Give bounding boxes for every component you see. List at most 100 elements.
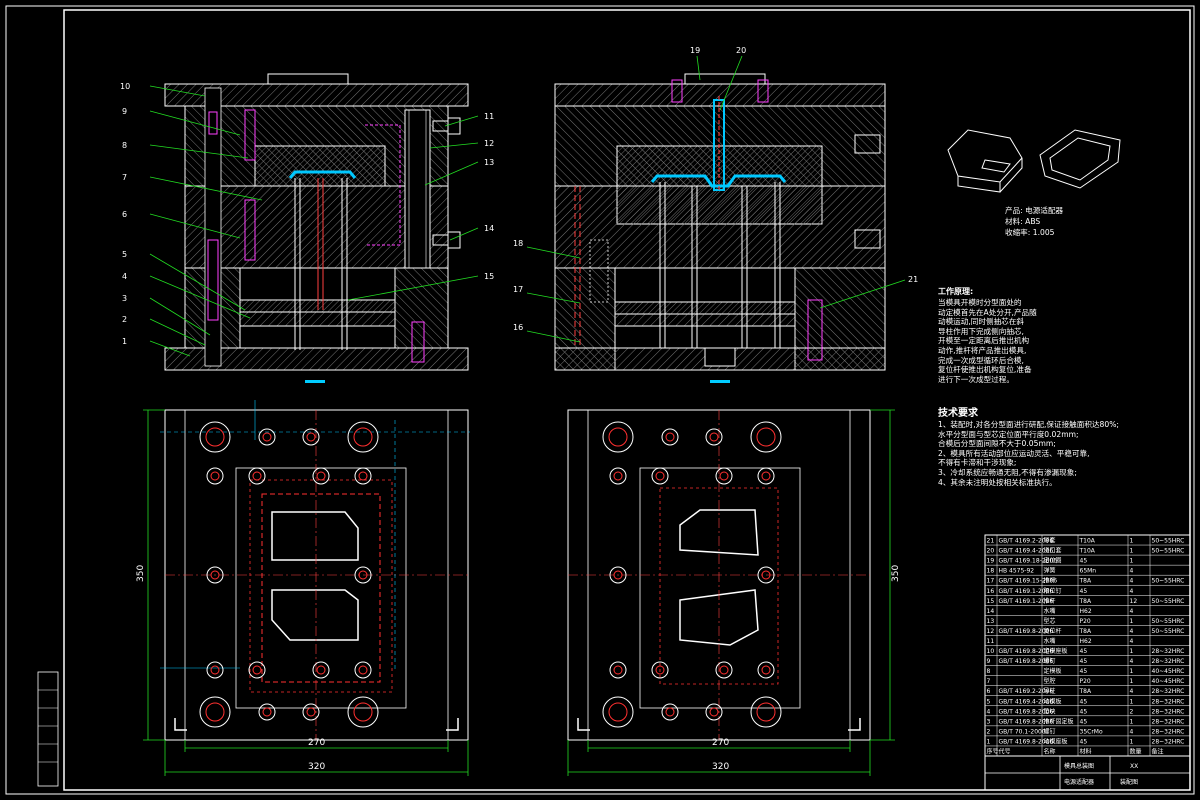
guide-pillar-core xyxy=(608,702,628,722)
screw-core xyxy=(210,570,220,580)
bom-cell: T8A xyxy=(1079,578,1092,585)
dim-right-outer-width: 320 xyxy=(712,762,729,772)
guide-pillar-hole xyxy=(199,421,231,453)
bom-cell: 28~32HRC xyxy=(1152,698,1185,705)
product-sketch xyxy=(947,129,1121,193)
screw-core xyxy=(316,471,326,481)
callout-8: 8 xyxy=(122,141,127,150)
bom-cell: 1 xyxy=(1130,558,1134,565)
bom-cell: 28~32HRC xyxy=(1152,728,1185,735)
guide-pillar-hole xyxy=(347,696,379,728)
bom-cell: GB/T 4169.8-2006 xyxy=(999,708,1054,715)
bom-cell: GB/T 4169.18-2006 xyxy=(999,558,1058,565)
bom-cell: 15 xyxy=(987,598,995,605)
screw-hole xyxy=(609,566,627,584)
bom-cell: 垫块 xyxy=(1044,707,1056,715)
bom-cell: GB/T 4169.1-2006 xyxy=(999,588,1054,595)
callout-5: 5 xyxy=(122,250,127,259)
bom-cell: 4 xyxy=(1130,728,1134,735)
screw-core xyxy=(262,707,272,717)
guide-pillar-core xyxy=(608,427,628,447)
bom-cell: P20 xyxy=(1080,678,1091,685)
work-principle-line: 当模具开模时分型面处的 xyxy=(938,298,1022,307)
screw-core xyxy=(761,471,771,481)
bom-cell: T8A xyxy=(1079,688,1092,695)
screw-core xyxy=(655,471,665,481)
product-name: 产品: 电源适配器 xyxy=(1005,206,1064,215)
screw-core xyxy=(719,665,729,675)
bom-cell: 20 xyxy=(987,548,995,555)
bom-cell: 12 xyxy=(987,628,995,635)
bom-cell: 4 xyxy=(1130,628,1134,635)
left-leaders xyxy=(149,85,479,357)
bom-cell: 40~45HRC xyxy=(1152,678,1185,685)
bom-cell: 4 xyxy=(1130,568,1134,575)
bom-cell: 型芯 xyxy=(1044,617,1056,625)
title-drawing-name: 电源适配器 xyxy=(1064,778,1094,786)
bom-cell: 名称 xyxy=(1044,748,1056,756)
callout-6: 6 xyxy=(122,210,127,219)
bom-cell: 50~55HRC xyxy=(1152,538,1185,545)
bom-cell: 1 xyxy=(1130,648,1134,655)
bom-cell: 45 xyxy=(1080,718,1088,725)
screw-hole xyxy=(757,566,775,584)
bom-cell: H62 xyxy=(1080,608,1092,615)
screw-core xyxy=(358,665,368,675)
bom-cell: 4 xyxy=(987,708,991,715)
title-block-text: 模具总装图 XX 装配图 电源适配器 xyxy=(1064,762,1138,786)
guide-pillar-hole xyxy=(750,421,782,453)
right-plan-view xyxy=(567,409,871,741)
bom-cell: 28~32HRC xyxy=(1152,658,1185,665)
callout-14: 14 xyxy=(484,224,494,233)
outer-frame xyxy=(5,5,1195,795)
bom-cell: 3 xyxy=(987,718,991,725)
left-section-view xyxy=(164,73,469,383)
screw-core xyxy=(210,665,220,675)
bom-cell: 50~55HRC xyxy=(1152,618,1185,625)
bom-cell: HB 4575-92 xyxy=(999,568,1035,575)
bom-cell: 50~55HRC xyxy=(1152,548,1185,555)
screw-hole xyxy=(248,661,266,679)
callout-11: 11 xyxy=(484,112,494,121)
right-section-view xyxy=(554,73,886,383)
bom-cell: 定模座板 xyxy=(1044,647,1068,655)
title-drawing-type: 装配图 xyxy=(1120,778,1138,786)
dim-left-outer-width: 320 xyxy=(308,762,325,772)
work-principle-line: 开模至一定距离后推出机构 xyxy=(938,336,1030,346)
bom-cell: 50~55HRC xyxy=(1152,628,1185,635)
bom-cell: 4 xyxy=(1130,608,1134,615)
bom-cell: 16 xyxy=(987,588,995,595)
dim-right-height: 350 xyxy=(891,565,901,582)
bom-cell: 备注 xyxy=(1152,748,1164,756)
bom-cell: 1 xyxy=(1130,618,1134,625)
screw-hole xyxy=(757,467,775,485)
tech-req-line: 合模后分型面间隙不大于0.05mm; xyxy=(938,439,1056,449)
guide-pillar-core xyxy=(353,702,373,722)
screw-hole xyxy=(258,703,276,721)
screw-hole xyxy=(302,703,320,721)
bom-cell: 1 xyxy=(987,738,991,745)
bom-cell: 8 xyxy=(987,668,991,675)
bom-cell: T10A xyxy=(1079,538,1096,545)
screw-core xyxy=(358,471,368,481)
callout-21: 21 xyxy=(908,275,918,284)
screw-hole xyxy=(715,467,733,485)
screw-core xyxy=(262,432,272,442)
bom-cell: 限位钉 xyxy=(1044,587,1062,595)
screw-core xyxy=(306,432,316,442)
bom-cell: 28~32HRC xyxy=(1152,688,1185,695)
callout-20: 20 xyxy=(736,46,746,55)
dim-left-height: 350 xyxy=(136,565,146,582)
callout-3: 3 xyxy=(122,294,127,303)
screw-core xyxy=(316,665,326,675)
right-leaders xyxy=(526,55,906,343)
screw-hole xyxy=(661,428,679,446)
bom-cell: 18 xyxy=(987,568,995,575)
guide-pillar-core xyxy=(205,702,225,722)
tech-req-line: 2、模具所有活动部位应运动灵活、平稳可靠, xyxy=(938,448,1090,458)
screw-core xyxy=(665,432,675,442)
bom-cell: T8A xyxy=(1079,628,1092,635)
bom-cell: 12 xyxy=(1130,598,1138,605)
bom-cell: GB/T 4169.1-2006 xyxy=(999,598,1054,605)
callout-7: 7 xyxy=(122,173,127,182)
